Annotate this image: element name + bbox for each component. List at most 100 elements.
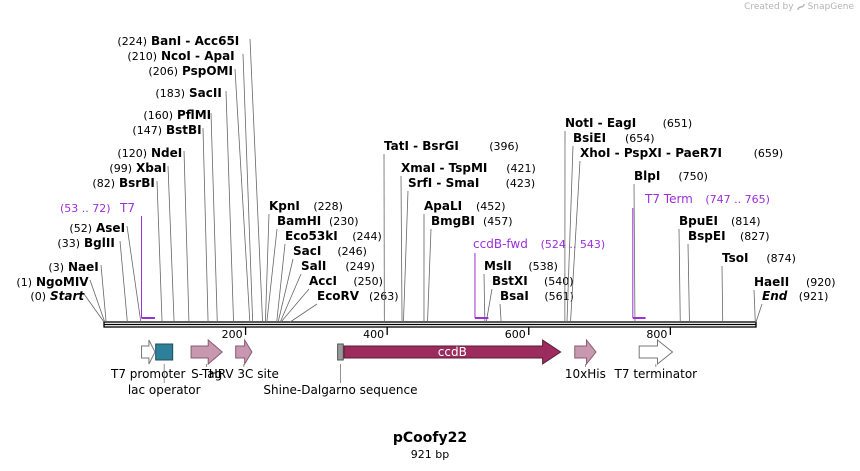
enzyme-site-line-bpuei [678, 228, 681, 323]
enzyme-position-tati-bsrgi: (396) [489, 140, 519, 153]
enzyme-name-bglii: BglII [84, 236, 115, 250]
plasmid-length: 921 bp [410, 448, 450, 461]
enzyme-position-xmai-tspmi: (421) [506, 162, 536, 175]
enzyme-site-line-xmai-tspmi [400, 175, 403, 323]
enzyme-name-sacii: SacII [189, 86, 222, 100]
enzyme-position-bpuei: (814) [731, 215, 761, 228]
enzyme-name-end: End [762, 289, 788, 303]
enzyme-site-line-xbai [167, 165, 175, 323]
enzyme-name-bsrbi: BsrBI [119, 176, 155, 190]
enzyme-position-ndei: (120) [117, 147, 147, 160]
primer-range-t7-term: (747 .. 765) [705, 193, 770, 206]
enzyme-site-line-end [755, 303, 763, 323]
enzyme-name-pflmi: PflMI [177, 108, 211, 122]
enzyme-position-pspomi: (206) [148, 65, 178, 78]
enzyme-name-srfi-smai: SrfI - SmaI [408, 176, 479, 190]
feature-s-tag [190, 338, 223, 366]
enzyme-site-line-bglii [119, 240, 128, 323]
feature-hrv-3c-site-label: HRV 3C site [209, 367, 279, 381]
feature-lac-operator-label: lac operator [128, 383, 201, 397]
enzyme-name-tati-bsrgi: TatI - BsrGI [384, 139, 459, 153]
enzyme-name-tsoi: TsoI [722, 251, 748, 265]
enzyme-site-line-blpi [633, 183, 636, 323]
enzyme-name-haeii: HaeII [754, 275, 789, 289]
enzyme-position-srfi-smai: (423) [506, 177, 536, 190]
enzyme-site-line-tsoi [721, 265, 724, 323]
enzyme-name-bsai: BsaI [500, 289, 529, 303]
enzyme-name-bpuei: BpuEI [679, 214, 718, 228]
primer-name-t7: T7 [119, 201, 135, 215]
enzyme-name-noti-eagi: NotI - EagI [565, 116, 636, 130]
enzyme-position-bani-acc65i: (224) [117, 35, 147, 48]
enzyme-name-bamhi: BamHI [277, 214, 321, 228]
feature-10xhis [574, 338, 597, 366]
enzyme-position-apali: (452) [476, 200, 506, 213]
enzyme-site-line-ecorv [289, 303, 318, 323]
feature-t7-terminator [638, 338, 674, 366]
enzyme-name-bstbi: BstBI [166, 123, 202, 137]
enzyme-position-bspei: (827) [740, 230, 770, 243]
enzyme-position-bstbi: (147) [132, 124, 162, 137]
enzyme-name-bmgbi: BmgBI [431, 214, 475, 228]
feature-t7-terminator-label: T7 terminator [614, 367, 698, 381]
feature-10xhis-label: 10xHis [565, 367, 606, 381]
enzyme-position-bglii: (33) [57, 237, 80, 250]
enzyme-site-line-bsrbi [156, 180, 163, 323]
enzyme-site-line-srfi-smai [403, 190, 409, 323]
enzyme-position-naei: (3) [48, 261, 64, 274]
enzyme-position-xhoi-pspxi-paer7i: (659) [754, 147, 784, 160]
enzyme-site-line-pflmi [210, 112, 218, 323]
enzyme-site-line-xhoi-pspxi-paer7i [570, 160, 581, 323]
enzyme-position-kpni: (228) [313, 200, 343, 213]
snapgene-credit: Created by SnapGene [744, 2, 854, 12]
enzyme-site-line-naei [100, 264, 107, 323]
enzyme-site-line-ngomiv [89, 279, 106, 323]
enzyme-name-start: Start [50, 289, 85, 303]
enzyme-position-pflmi: (160) [143, 109, 173, 122]
enzyme-site-line-bamhi [266, 228, 278, 323]
enzyme-site-line-bsai [499, 303, 502, 323]
enzyme-position-ngomiv: (1) [16, 276, 32, 289]
primer-name-ccdb-fwd: ccdB-fwd [473, 237, 528, 251]
enzyme-position-bsiei: (654) [625, 132, 655, 145]
enzyme-position-noti-eagi: (651) [663, 117, 693, 130]
plasmid-name: pCoofy22 [392, 430, 468, 446]
enzyme-name-ngomiv: NgoMIV [36, 275, 89, 289]
enzyme-position-msli: (538) [528, 260, 558, 273]
enzyme-site-line-bstbi [202, 127, 209, 323]
enzyme-site-line-ncoi-apai [242, 53, 254, 323]
feature-t7-promoter [141, 339, 156, 365]
ruler-tick-label: 800 [646, 328, 667, 341]
enzyme-site-line-bani-acc65i [249, 38, 263, 323]
enzyme-name-xmai-tspmi: XmaI - TspMI [401, 161, 487, 175]
enzyme-name-pspomi: PspOMI [182, 64, 233, 78]
enzyme-name-msli: MslI [484, 259, 512, 273]
enzyme-position-bmgbi: (457) [483, 215, 513, 228]
enzyme-site-line-bsiei [566, 145, 574, 323]
enzyme-name-naei: NaeI [68, 260, 99, 274]
credit-brand: SnapGene [807, 2, 854, 12]
enzyme-name-saci: SacI [293, 244, 321, 258]
enzyme-name-apali: ApaLI [424, 199, 462, 213]
enzyme-position-xbai: (99) [109, 162, 132, 175]
enzyme-site-line-bspei [687, 243, 690, 323]
enzyme-site-line-bstxi [485, 288, 493, 323]
enzyme-position-acci: (250) [353, 275, 383, 288]
enzyme-position-start: (0) [30, 290, 46, 303]
primer-range-ccdb-fwd: (524 .. 543) [541, 238, 606, 251]
enzyme-name-ncoi-apai: NcoI - ApaI [161, 49, 235, 63]
enzyme-position-haeii: (920) [806, 276, 836, 289]
enzyme-name-kpni: KpnI [269, 199, 300, 213]
enzyme-site-line-haeii [753, 289, 756, 323]
enzyme-position-eco53ki: (244) [352, 230, 382, 243]
enzyme-site-line-sacii [225, 90, 234, 323]
enzyme-position-saci: (246) [337, 245, 367, 258]
enzyme-name-blpi: BlpI [634, 169, 660, 183]
enzyme-position-ncoi-apai: (210) [127, 50, 157, 63]
enzyme-name-ndei: NdeI [151, 146, 182, 160]
enzyme-name-eco53ki: Eco53kI [285, 229, 338, 243]
enzyme-position-ecorv: (263) [369, 290, 399, 303]
primer-name-t7-term: T7 Term [644, 192, 693, 206]
enzyme-site-line-pspomi [234, 68, 251, 323]
enzyme-site-line-ndei [183, 150, 190, 323]
